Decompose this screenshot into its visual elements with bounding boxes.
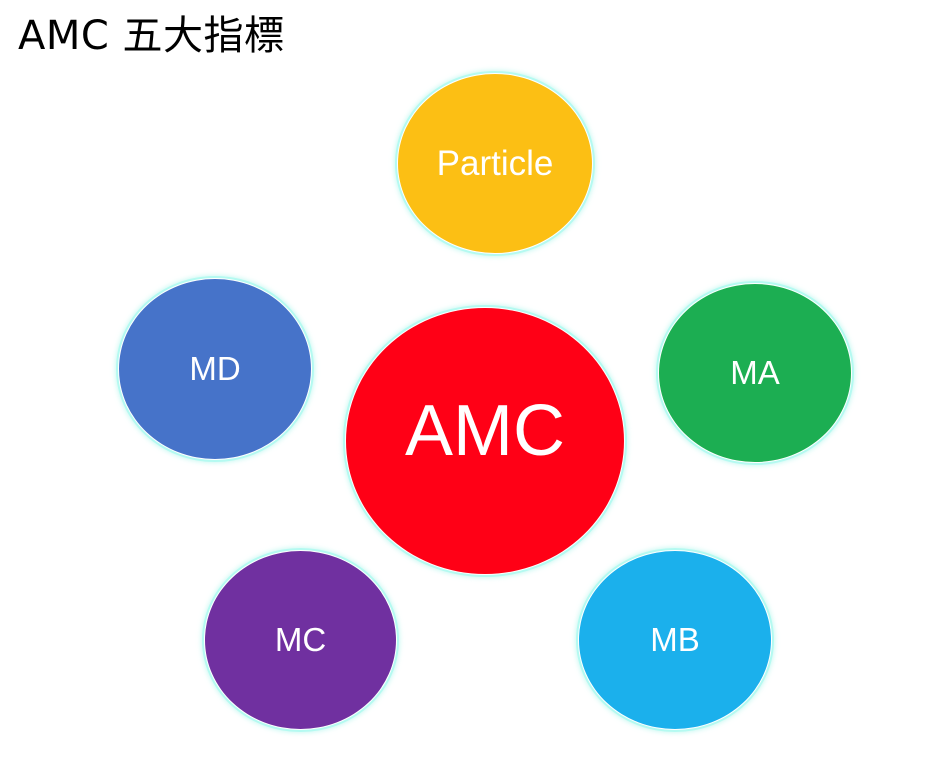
- node-label: MC: [274, 621, 327, 658]
- node-label: MD: [189, 350, 241, 387]
- node-mc: MC: [204, 550, 397, 730]
- node-mb: MB: [578, 550, 772, 730]
- node-particle: Particle: [397, 73, 593, 254]
- node-label: Particle: [436, 143, 554, 183]
- node-label: MA: [730, 354, 780, 391]
- node-label: AMC: [405, 391, 565, 471]
- page-title: AMC 五大指標: [18, 13, 285, 59]
- node-amc-center: AMC: [345, 307, 625, 575]
- node-md: MD: [118, 278, 312, 460]
- node-ma: MA: [658, 283, 852, 463]
- node-label: MB: [650, 621, 700, 658]
